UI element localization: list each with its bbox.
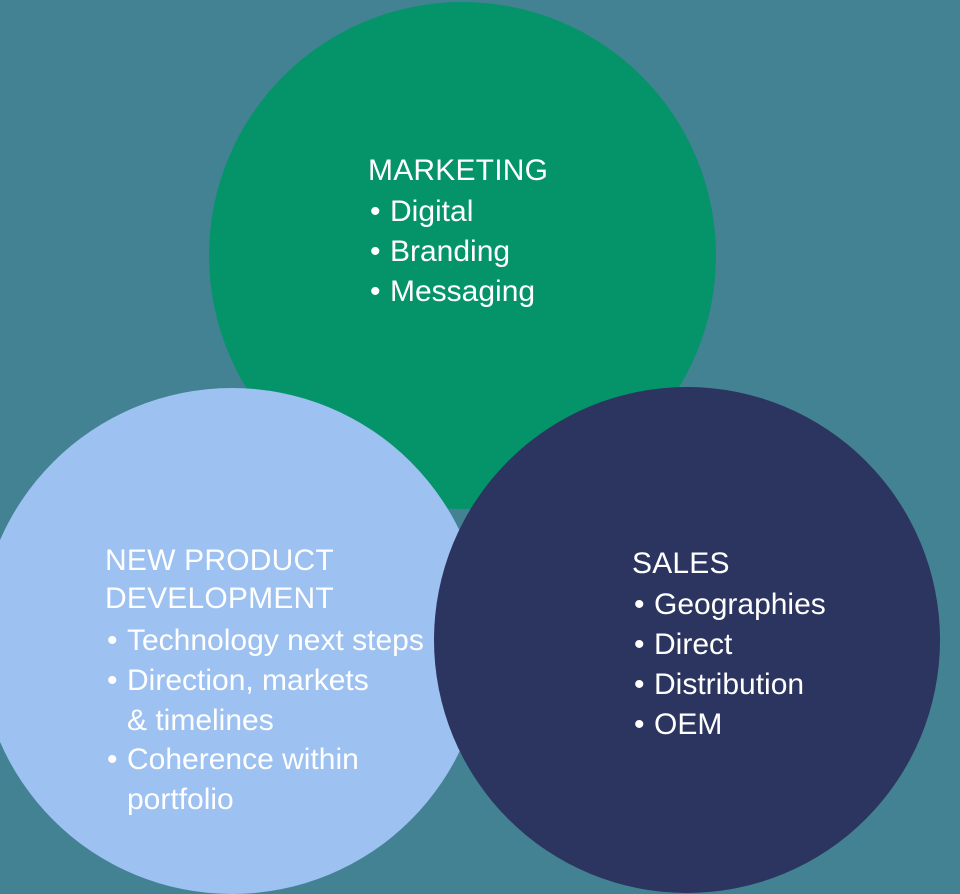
heading-sales: SALES (632, 547, 730, 580)
circle-new-product-development (0, 388, 485, 894)
list-item-label: Branding (390, 235, 511, 269)
bullet-list-marketing: • Digital • Branding • Messaging (368, 192, 628, 312)
list-item-label: Direction, markets & timelines (127, 663, 369, 737)
heading-marketing: MARKETING (368, 154, 549, 187)
list-item: • Direct (632, 625, 882, 665)
bullet-list-sales: • Geographies • Direct • Distribution • OEM (632, 585, 882, 745)
list-item-label: OEM (654, 708, 723, 742)
list-item-label: Technology next steps (127, 623, 424, 657)
bullet-icon: • (107, 743, 118, 777)
list-item: • Coherence within portfolio (105, 740, 465, 820)
list-item-label: Direct (654, 628, 733, 662)
group-label-sales: SALES • Geographies • Direct • Distribution… (632, 545, 882, 745)
list-item: • Distribution (632, 665, 882, 705)
list-item: • Technology next steps (105, 621, 465, 661)
bullet-icon: • (107, 663, 118, 697)
heading-new-product-development: NEW PRODUCT DEVELOPMENT (105, 544, 334, 616)
list-item: • Geographies (632, 585, 882, 625)
list-item: • OEM (632, 705, 882, 745)
bullet-icon: • (107, 623, 118, 657)
list-item-label: Distribution (654, 668, 805, 702)
bullet-icon: • (370, 275, 381, 309)
list-item-label: Digital (390, 195, 474, 229)
circle-sales (434, 387, 940, 893)
bullet-icon: • (634, 668, 645, 702)
bullet-icon: • (634, 588, 645, 622)
bullet-icon: • (370, 235, 381, 269)
bullet-list-new-product-development: • Technology next steps • Direction, marke… (105, 621, 465, 820)
group-label-marketing: MARKETING • Digital • Branding • Messaging (368, 152, 628, 312)
list-item-label: Geographies (654, 588, 826, 622)
bullet-icon: • (634, 708, 645, 742)
list-item-label: Messaging (390, 275, 536, 309)
list-item: • Messaging (368, 272, 628, 312)
bullet-icon: • (634, 628, 645, 662)
list-item: • Branding (368, 232, 628, 272)
bullet-icon: • (370, 195, 381, 229)
list-item: • Direction, markets & timelines (105, 661, 465, 741)
group-label-new-product-development: NEW PRODUCT DEVELOPMENT • Technology next… (105, 542, 465, 820)
list-item: • Digital (368, 192, 628, 232)
list-item-label: Coherence within portfolio (127, 743, 359, 817)
